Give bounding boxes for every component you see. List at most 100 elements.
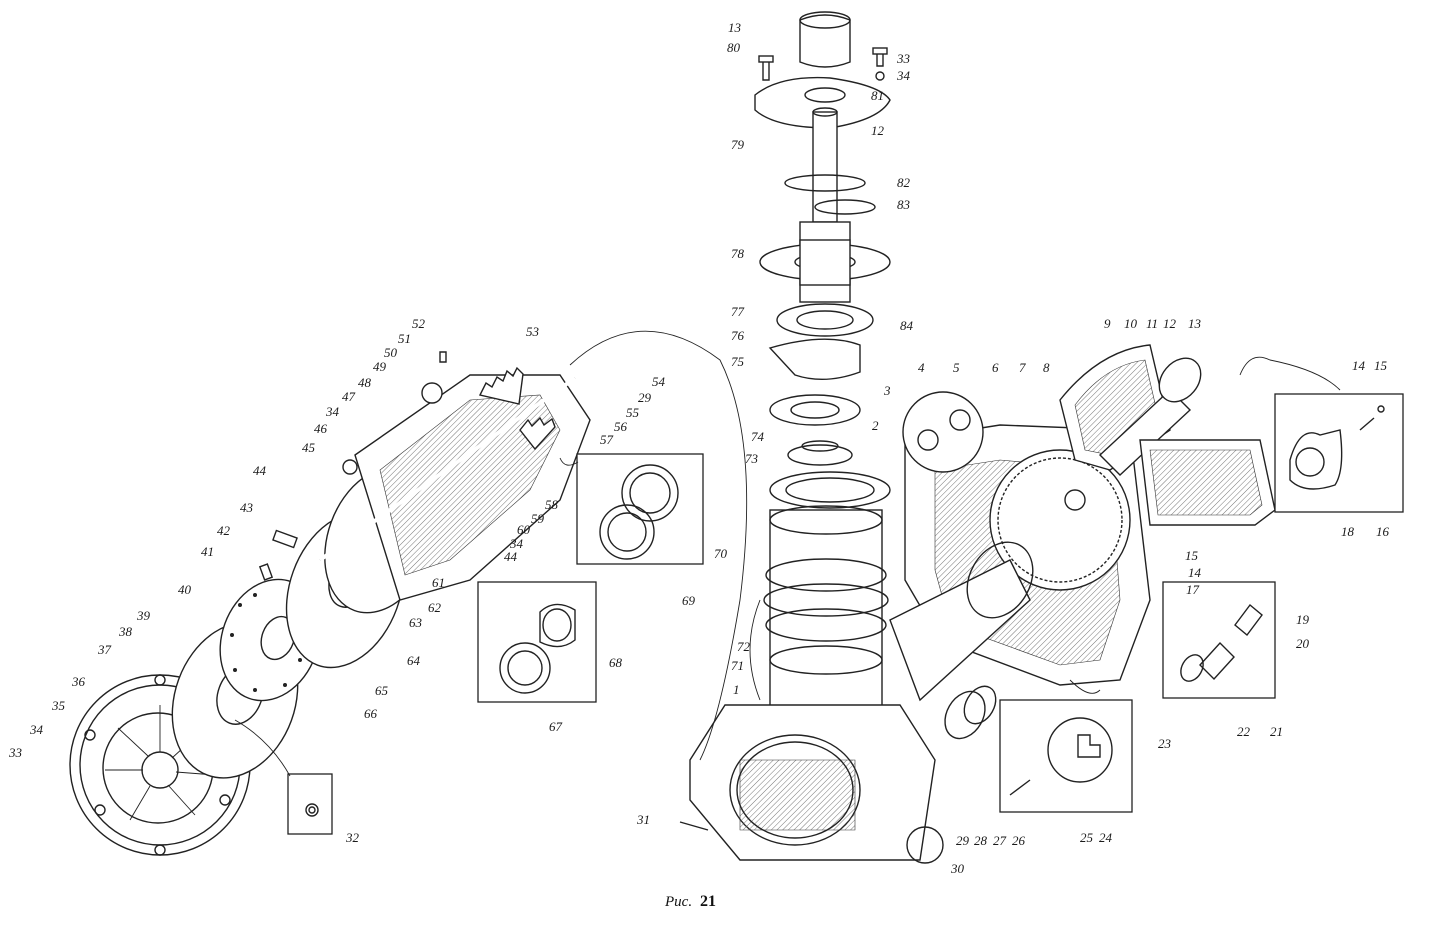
detail-box-14-18 (1274, 393, 1404, 513)
part-label: 58 (545, 497, 559, 512)
part-label: 2 (872, 418, 879, 433)
part-label: 81 (871, 88, 884, 103)
part-label: 79 (731, 137, 745, 152)
part-label: 75 (731, 354, 745, 369)
part-label: 82 (897, 175, 911, 190)
part-label: 57 (600, 432, 614, 447)
part-label: 19 (1296, 612, 1310, 627)
part-label: 74 (751, 429, 765, 444)
part-label: 41 (201, 544, 214, 559)
part-label: 31 (636, 812, 650, 827)
part-label: 33 (896, 51, 911, 66)
part-label: 76 (731, 328, 745, 343)
figure-caption-number: 21 (700, 893, 716, 910)
detail-box-69-70 (559, 453, 704, 565)
part-label: 26 (1012, 833, 1026, 848)
part-label: 78 (731, 246, 745, 261)
part-label: 11 (1146, 316, 1158, 331)
part-label: 46 (314, 421, 328, 436)
part-label: 67 (549, 719, 563, 734)
part-label: 5 (953, 360, 960, 375)
part-label: 73 (745, 451, 759, 466)
part-label: 21 (1270, 724, 1283, 739)
part-label: 10 (1124, 316, 1138, 331)
part-label: 56 (614, 419, 628, 434)
part-label: 37 (97, 642, 112, 657)
part-label: 54 (652, 374, 666, 389)
part-label: 23 (1158, 736, 1172, 751)
part-label: 29 (638, 390, 652, 405)
part-label: 32 (345, 830, 360, 845)
part-label: 48 (358, 375, 372, 390)
part-label: 53 (526, 324, 540, 339)
part-label: 60 (517, 522, 531, 537)
part-label: 80 (727, 40, 741, 55)
part-label: 7 (1019, 360, 1026, 375)
part-label: 17 (1186, 582, 1200, 597)
part-label: 68 (609, 655, 623, 670)
part-label: 52 (412, 316, 426, 331)
part-label: 59 (531, 511, 545, 526)
detail-box-24-26 (999, 699, 1133, 813)
part-label: 30 (950, 861, 965, 876)
part-label: 25 (1080, 830, 1094, 845)
part-label: 44 (504, 549, 518, 564)
detail-box-32 (234, 719, 333, 835)
part-label: 12 (871, 123, 885, 138)
part-label: 51 (398, 331, 411, 346)
part-label: 83 (897, 197, 911, 212)
part-label: 1 (733, 682, 740, 697)
figure-caption-prefix: Рис. (664, 894, 692, 910)
part-label: 34 (29, 722, 44, 737)
part-label: 47 (342, 389, 356, 404)
part-label: 18 (1341, 524, 1355, 539)
part-label: 64 (407, 653, 421, 668)
part-label: 24 (1099, 830, 1113, 845)
vertical-shaft-assembly-drawing (569, 11, 944, 864)
part-label: 29 (956, 833, 970, 848)
detail-box-67-68 (477, 581, 597, 703)
part-label: 55 (626, 405, 640, 420)
part-label: 15 (1374, 358, 1388, 373)
part-label: 8 (1043, 360, 1050, 375)
part-label: 20 (1296, 636, 1310, 651)
part-label: 70 (714, 546, 728, 561)
part-label: 71 (731, 658, 744, 673)
part-label: 65 (375, 683, 389, 698)
part-label: 39 (136, 608, 151, 623)
part-label: 6 (992, 360, 999, 375)
detail-box-19-22 (1162, 581, 1276, 699)
part-label: 34 (509, 536, 524, 551)
part-label: 66 (364, 706, 378, 721)
part-label: 13 (728, 20, 742, 35)
part-label: 28 (974, 833, 988, 848)
part-label: 38 (118, 624, 133, 639)
part-label: 12 (1163, 316, 1177, 331)
part-label: 72 (737, 639, 751, 654)
part-label: 49 (373, 359, 387, 374)
part-label: 13 (1188, 316, 1202, 331)
part-label: 61 (432, 575, 445, 590)
part-label: 36 (71, 674, 86, 689)
part-label: 14 (1352, 358, 1366, 373)
part-label: 45 (302, 440, 316, 455)
part-label: 50 (384, 345, 398, 360)
part-label: 63 (409, 615, 423, 630)
part-label: 42 (217, 523, 231, 538)
part-label: 84 (900, 318, 914, 333)
part-label: 62 (428, 600, 442, 615)
part-label: 34 (896, 68, 911, 83)
part-label: 77 (731, 304, 745, 319)
part-label: 27 (993, 833, 1007, 848)
part-label: 40 (178, 582, 192, 597)
part-label: 14 (1188, 565, 1202, 580)
part-label: 22 (1237, 724, 1251, 739)
part-label: 44 (253, 463, 267, 478)
part-label: 16 (1376, 524, 1390, 539)
part-label: 3 (883, 383, 891, 398)
part-label: 34 (325, 404, 340, 419)
part-label: 4 (918, 360, 925, 375)
part-label: 9 (1104, 316, 1111, 331)
